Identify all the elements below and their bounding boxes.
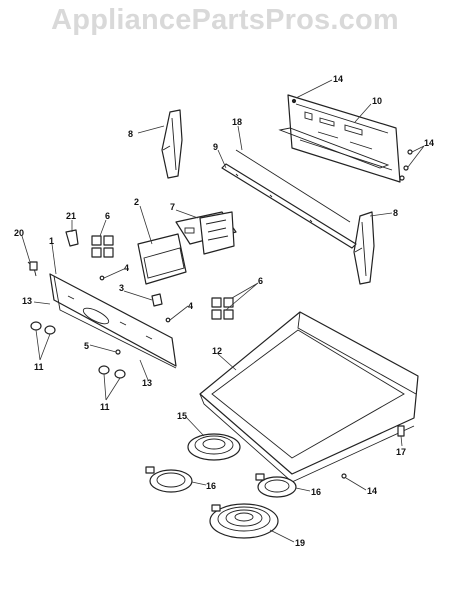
callout-18: 18	[232, 117, 242, 127]
callout-11: 11	[34, 362, 44, 372]
part-11-knobs-right	[98, 365, 126, 379]
part-8-left-trim	[161, 109, 183, 179]
callout-4: 4	[124, 263, 129, 273]
part-17-screw	[397, 425, 405, 437]
part-2-display	[137, 233, 187, 285]
callout-19: 19	[295, 538, 305, 548]
callout-13: 13	[22, 296, 32, 306]
part-5-mark	[115, 349, 121, 355]
part-6-switches-lower	[211, 297, 234, 320]
part-16-element-left	[145, 466, 193, 493]
callout-14: 14	[367, 486, 377, 496]
callout-11: 11	[100, 402, 110, 412]
callout-13: 13	[142, 378, 152, 388]
part-6-switches-upper	[91, 235, 114, 258]
callout-12: 12	[212, 346, 222, 356]
watermark: AppliancePartsPros.com	[51, 4, 399, 36]
leader-lines	[21, 79, 425, 543]
part-9-strip	[221, 163, 357, 249]
callout-15: 15	[177, 411, 187, 421]
callout-6: 6	[105, 211, 110, 221]
part-7-control-board	[175, 211, 237, 255]
part-14-screws	[399, 149, 413, 181]
part-3-bracket	[151, 293, 163, 307]
part-18-rod	[235, 149, 351, 223]
callout-9: 9	[213, 142, 218, 152]
part-4-screws	[99, 275, 171, 323]
callout-21: 21	[66, 211, 76, 221]
callout-20: 20	[14, 228, 24, 238]
callout-1: 1	[49, 236, 54, 246]
part-19-element-large	[209, 503, 279, 539]
part-8-right-trim	[353, 211, 375, 285]
callout-2: 2	[134, 197, 139, 207]
callout-4: 4	[188, 301, 193, 311]
callout-14: 14	[424, 138, 434, 148]
callout-10: 10	[372, 96, 382, 106]
callout-14: 14	[333, 74, 343, 84]
part-21-clip	[65, 229, 79, 247]
part-15-element	[187, 433, 241, 461]
callout-8: 8	[128, 129, 133, 139]
callout-6: 6	[258, 276, 263, 286]
callout-7: 7	[170, 202, 175, 212]
part-12-cooktop	[199, 311, 419, 483]
part-1-control-panel	[49, 273, 177, 369]
callout-3: 3	[119, 283, 124, 293]
callout-5: 5	[84, 341, 89, 351]
part-11-knobs-left	[30, 321, 56, 335]
part-20-connector	[27, 261, 38, 277]
callout-labels: 14 10 8 18 9 14 8 2 7 21 6 20 1 4 3 4 6 …	[14, 74, 434, 548]
callout-16: 16	[206, 481, 216, 491]
part-10-rear-panel	[278, 94, 401, 183]
part-14-screw-lower	[341, 473, 347, 479]
callout-8: 8	[393, 208, 398, 218]
callout-16: 16	[311, 487, 321, 497]
part-16-element-right	[255, 473, 297, 498]
callout-17: 17	[396, 447, 406, 457]
